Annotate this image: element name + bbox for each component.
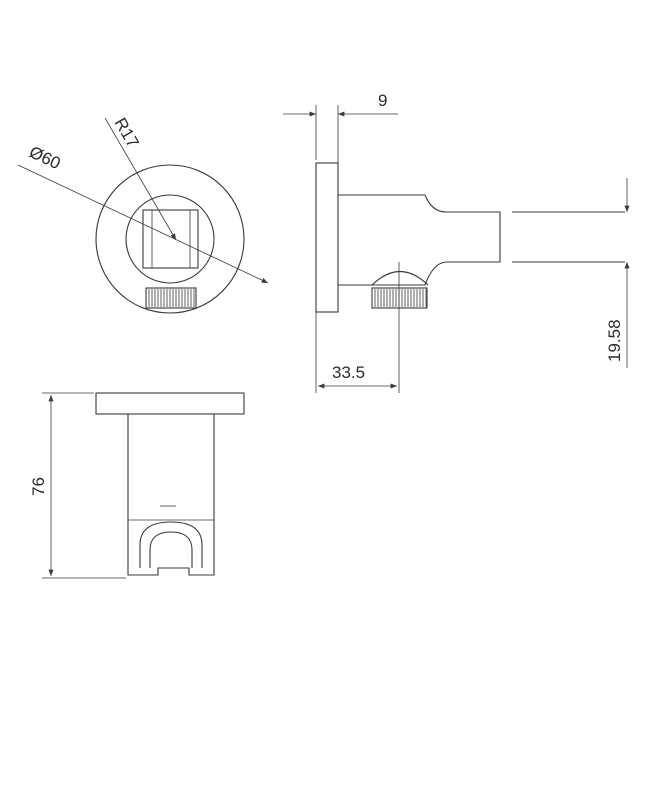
front-view: Ø60 R17 (17, 115, 269, 314)
radius-leader (104, 117, 177, 241)
dim335-label: 33.5 (332, 363, 365, 382)
radius-label: R17 (111, 115, 143, 152)
side-threaded-outlet (371, 287, 428, 309)
diameter-label: Ø60 (26, 142, 63, 173)
wall-flange (315, 162, 339, 313)
elbow-body (338, 194, 501, 286)
outlet-square (142, 209, 199, 269)
holder-cradle-outer (139, 521, 203, 568)
body-inner-circle (125, 194, 215, 284)
outlet-collar (371, 271, 429, 286)
side-view: 9 33.5 19.58 (283, 91, 630, 393)
holder-body (127, 414, 215, 576)
dim76-label: 76 (29, 477, 48, 496)
holder-view: 76 (29, 392, 245, 579)
thread-lines (148, 289, 195, 307)
side-thread-lines (374, 289, 427, 307)
diameter-leader (17, 164, 269, 284)
dim9-label: 9 (378, 91, 387, 110)
flange-outer-circle (95, 164, 245, 314)
dim1958-label: 19.58 (605, 319, 624, 362)
holder-flange (95, 392, 245, 415)
holder-cradle-inner (149, 531, 193, 568)
threaded-outlet (145, 287, 197, 309)
